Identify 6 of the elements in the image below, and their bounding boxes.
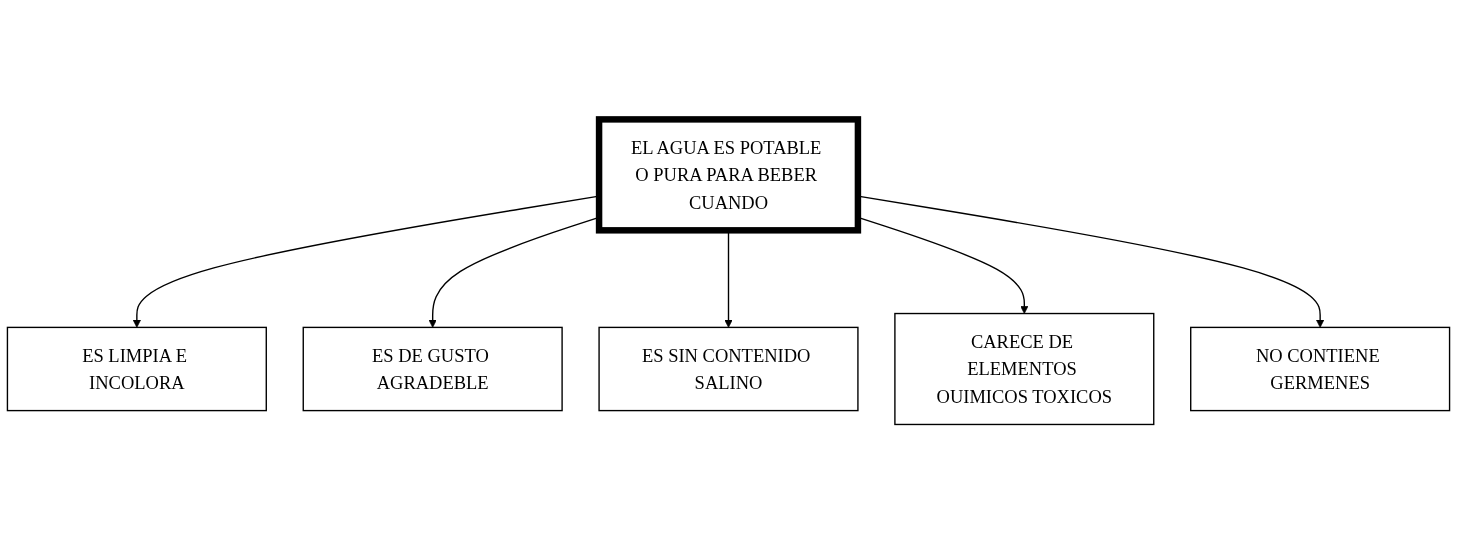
node-box: ES DE GUSTO AGRADEBLE — [302, 326, 563, 412]
node-box: ES LIMPIA E INCOLORA — [6, 326, 267, 412]
node-box: ES SIN CONTENIDO SALINO — [598, 326, 859, 412]
node-box: EL AGUA ES POTABLE O PURA PARA BEBER CUANDO — [595, 116, 862, 234]
node-box: NO CONTIENE GERMENES — [1190, 326, 1451, 412]
node-box: CARECE DE ELEMENTOS OUIMICOS TOXICOS — [894, 312, 1155, 426]
